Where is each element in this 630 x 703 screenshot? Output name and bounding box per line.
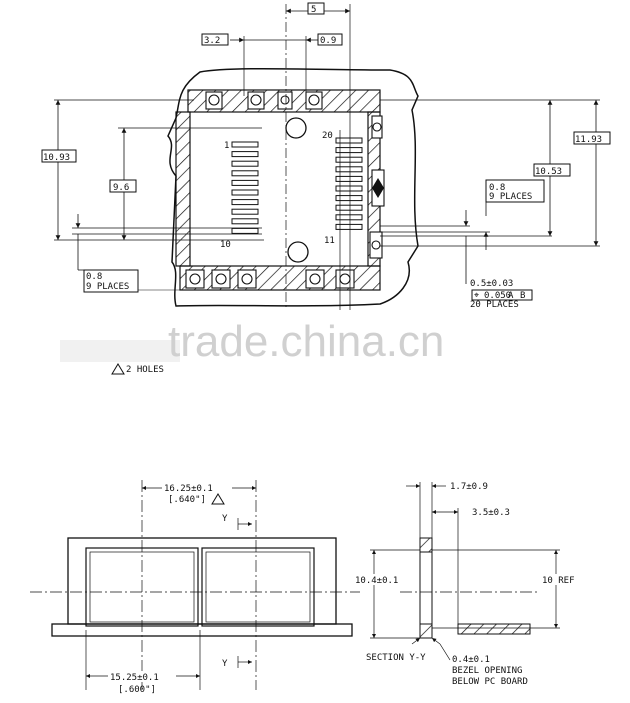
side-slot-marker [372,178,384,198]
datum-triangle-icon-front [211,493,225,505]
connector-pin [335,137,363,144]
dim-600-in: [.600"] [118,685,156,695]
dim-16-25: 16.25±0.1 [164,484,213,494]
dim-0-8-left: 0.8 [86,272,102,282]
section-view: 10.4±0.1 10 REF 1.7±0.9 3.5±0.3 0.4±0.1 … [354,482,578,687]
section-bezel-wall [419,551,433,625]
connector-pin [231,179,259,186]
connector-pin [231,218,259,225]
component-outline [167,67,419,307]
dimension-lines [55,8,599,291]
connector-pin [335,214,363,221]
section-pc-board [457,623,531,635]
dim-15-25: 15.25±0.1 [110,673,159,683]
dim-5: 5 [311,5,316,15]
connector-pin [231,160,259,167]
section-bezel-bottom [419,623,433,639]
dim-640-in: [.640"] [168,495,206,505]
dim-0-8-right: 0.8 [489,183,505,193]
connector-pin [335,195,363,202]
dim-9-places-right: 9 PLACES [489,192,532,202]
datum-a: A [508,291,514,301]
pin-row-left [231,141,259,234]
position-tolerance-frame: ⌖ 0.050 A B [474,291,525,301]
bezel-note-line2: BELOW PC BOARD [452,677,528,687]
section-construction-lines [370,482,560,661]
pin-label-1: 1 [224,141,229,151]
dim-3-2: 3.2 [204,36,220,46]
frame-left [175,111,191,267]
pin-label-20: 20 [322,131,333,141]
top-view: 5 3.2 0.9 10.93 9.6 11.93 10.53 0.8 9 PL… [41,2,611,375]
construction-lines [54,4,600,310]
connector-pin [231,227,259,234]
connector-pin [231,141,259,148]
dim-10-53: 10.53 [535,167,562,177]
alignment-hole-bottom [287,241,309,263]
dim-10-4: 10.4±0.1 [355,576,398,586]
watermark: trade.china.cn [168,317,444,366]
dim-9-places-left: 9 PLACES [86,282,129,292]
dim-2-holes: 2 HOLES [126,365,164,375]
dim-10-ref: 10 REF [542,576,575,586]
connector-pin [231,170,259,177]
position-symbol: ⌖ [474,291,479,301]
dim-pitch: 0.5±0.03 [470,279,513,289]
connector-pin [231,189,259,196]
connector-pin [335,166,363,173]
dim-3-5: 3.5±0.3 [472,508,510,518]
pin-label-10: 10 [220,240,231,250]
connector-pin [335,223,363,230]
bezel-note-line1: BEZEL OPENING [452,666,522,676]
dim-9-6: 9.6 [113,183,129,193]
dim-11-93: 11.93 [575,135,602,145]
dim-0-4: 0.4±0.1 [452,655,490,665]
dim-20-places: 20 PLACES [470,300,519,310]
section-bezel-top [419,537,433,553]
connector-pin [231,208,259,215]
datum-b: B [520,291,525,301]
watermark-blur [60,340,180,362]
connector-pin [231,151,259,158]
dim-10-93: 10.93 [43,153,70,163]
connector-pin [231,199,259,206]
front-construction-lines [30,480,360,690]
connector-pin [335,204,363,211]
datum-triangle-icon [111,363,125,375]
pin-row-right [335,137,363,230]
section-title: SECTION Y-Y [366,653,426,663]
dim-0-9: 0.9 [320,36,336,46]
screw-holes-top [205,91,383,139]
connector-pin [335,147,363,154]
dim-1-7: 1.7±0.9 [450,482,488,492]
connector-pin [335,175,363,182]
dimension-boxes [41,2,611,301]
connector-pin [335,185,363,192]
section-mark-top: Y [222,514,228,524]
front-view: 16.25±0.1 [.640"] Y Y 15.25±0.1 [.600"] [30,480,360,695]
screw-holes-bottom [185,231,383,289]
connector-pin [335,156,363,163]
alignment-hole-top [285,117,307,139]
section-mark-bottom: Y [222,659,228,669]
tolerance-value: 0.050 [484,291,511,301]
display-window-right [201,547,315,627]
pin-label-11: 11 [324,236,335,246]
